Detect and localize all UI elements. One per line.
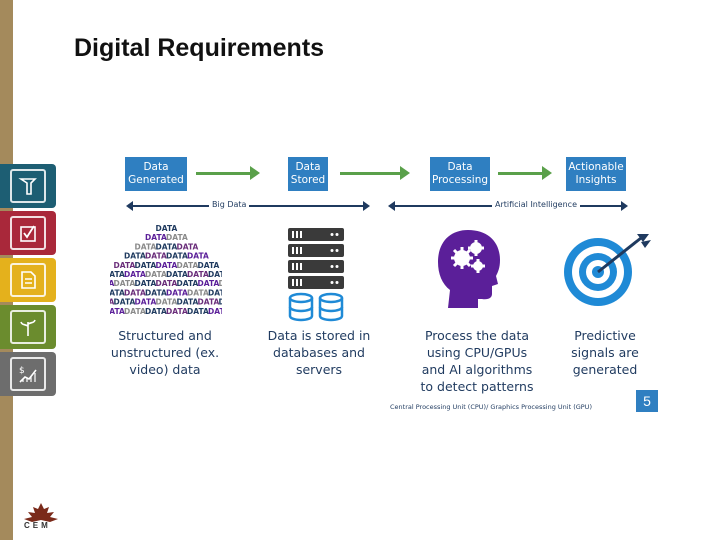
svg-text:$: $ [19,366,25,376]
server-database-icon [288,228,344,322]
plant-icon [0,305,56,349]
pyramid-word: DATA [187,307,209,316]
pyramid-word: DATA [187,252,209,261]
pyramid-word: DATA [177,298,199,307]
pyramid-word: DATA [208,270,222,279]
pyramid-word: DATA [198,261,220,270]
cem-maple-leaf-logo [24,503,58,522]
pyramid-word: DATA [145,233,167,242]
pyramid-word: DATA [208,307,222,316]
pyramid-word: DATA [166,307,188,316]
pyramid-word: DATA [187,288,209,297]
pyramid-word: DATA [166,252,188,261]
pyramid-word: DATA [135,298,157,307]
pyramid-word: DATA [208,288,222,297]
pyramid-word: DATA [166,270,188,279]
pyramid-word: DATA [156,298,178,307]
pyramid-word: DATA [110,298,114,307]
document-icon [0,258,56,302]
ai-label: Artificial Intelligence [492,200,580,209]
pyramid-word: DATA [156,224,178,233]
target-bullseye-icon [564,234,651,306]
pyramid-word: DATA [166,233,188,242]
pyramid-word: DATA [124,270,146,279]
pyramid-word: DATA [177,279,199,288]
pyramid-word: DATA [219,298,223,307]
pyramid-word: DATA [145,288,167,297]
finance-chart-icon: $ [0,352,56,396]
logo-text: CEM [24,521,51,530]
flow-arrow-2 [340,166,410,180]
pyramid-word: DATA [114,279,136,288]
pyramid-word: DATA [135,261,157,270]
pyramid-word: DATA [110,279,114,288]
pyramid-word: DATA [145,270,167,279]
pyramid-word: DATA [114,261,136,270]
ai-brain-head-icon [438,230,500,308]
pyramid-word: DATA [166,288,188,297]
pyramid-word: DATA [177,242,199,251]
pyramid-word: DATA [110,307,125,316]
pyramid-word: DATA [135,242,157,251]
pyramid-word: DATA [145,252,167,261]
pyramid-word: DATA [110,288,125,297]
pyramid-word: DATA [219,279,223,288]
pyramid-word: DATA [124,288,146,297]
checklist-icon [0,211,56,255]
pyramid-word: DATA [135,279,157,288]
pyramid-word: DATA [198,279,220,288]
pyramid-word: DATA [124,307,146,316]
slide-title: Digital Requirements [74,34,325,62]
tools-icon [0,164,56,208]
flow-arrow-1 [196,166,260,180]
cpu-gpu-footnote: Central Processing Unit (CPU)/ Graphics … [390,403,592,411]
pyramid-word: DATA [110,270,125,279]
pyramid-word: DATA [145,307,167,316]
page-number-badge: 5 [636,390,658,412]
pyramid-word: DATA [177,261,199,270]
pyramid-word: DATA [187,270,209,279]
pyramid-word: DATA [156,242,178,251]
pyramid-word: DATA [114,298,136,307]
big-data-label: Big Data [209,200,250,209]
flow-arrow-3 [498,166,552,180]
pyramid-word: DATA [156,279,178,288]
pyramid-word: DATA [124,252,146,261]
pyramid-word: DATA [198,298,220,307]
pyramid-word: DATA [156,261,178,270]
